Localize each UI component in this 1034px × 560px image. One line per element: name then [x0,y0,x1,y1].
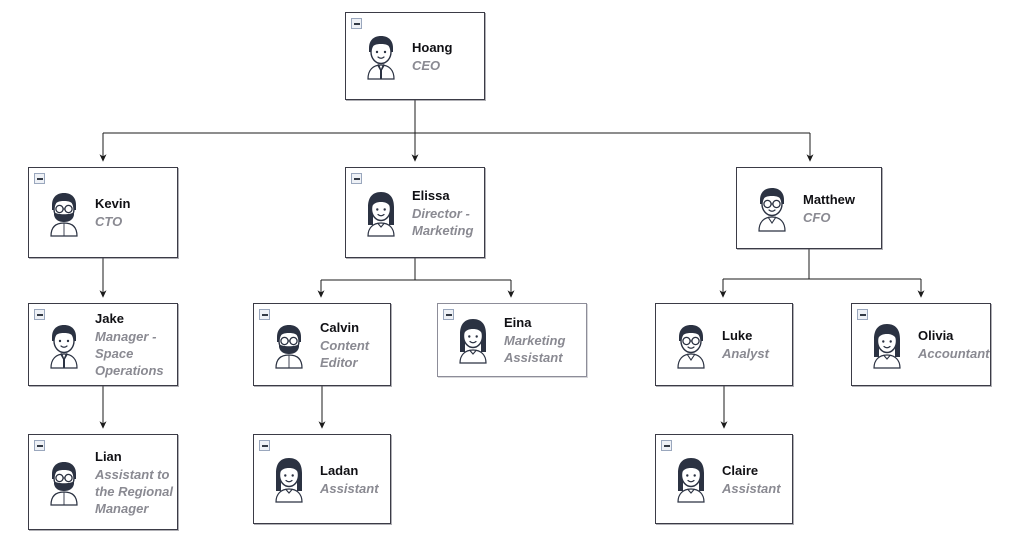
org-node-hoang[interactable]: Hoang CEO [345,12,485,100]
node-name: Ladan [320,462,359,478]
node-title: CFO [803,209,831,225]
node-text: Hoang CEO [412,39,484,74]
node-title: CEO [412,57,441,73]
avatar-male-glasses-beard [41,456,87,508]
org-node-olivia[interactable]: Olivia Accountant [851,303,991,386]
collapse-icon[interactable] [259,440,270,451]
avatar-male-glasses-beard [41,187,87,239]
node-name: Calvin [320,319,360,335]
node-name: Olivia [918,328,954,343]
org-node-calvin[interactable]: Calvin Content Editor [253,303,391,386]
node-text: Matthew CFO [803,191,881,226]
node-title: CTO [95,214,123,229]
node-text: Claire Assistant [722,462,792,497]
node-name: Matthew [803,191,855,207]
node-title: Assistant [722,480,781,496]
node-text: Eina Marketing Assistant [504,314,586,366]
node-title: Marketing Assistant [504,333,566,365]
node-title: Director - Marketing [412,205,474,238]
avatar-female-long-hair [358,187,404,239]
collapse-icon[interactable] [259,309,270,320]
node-text: Lian Assistant to the Regional Manager [95,448,177,517]
org-node-lian[interactable]: Lian Assistant to the Regional Manager [28,434,178,530]
node-name: Claire [722,462,759,478]
org-node-jake[interactable]: Jake Manager - Space Operations [28,303,178,386]
collapse-icon[interactable] [857,309,868,320]
node-name: Jake [95,311,124,326]
org-node-luke[interactable]: Luke Analyst [655,303,793,386]
collapse-icon[interactable] [351,173,362,184]
collapse-icon[interactable] [34,440,45,451]
collapse-icon[interactable] [443,309,454,320]
node-text: Jake Manager - Space Operations [95,310,177,379]
avatar-female-long-hair [864,319,910,371]
node-name: Hoang [412,39,453,55]
node-text: Elissa Director - Marketing [412,187,484,239]
node-name: Kevin [95,196,131,211]
org-node-kevin[interactable]: Kevin CTO [28,167,178,258]
avatar-male-glasses [749,182,795,234]
org-node-claire[interactable]: Claire Assistant [655,434,793,524]
avatar-male-glasses [668,319,714,371]
node-title: Analyst [722,346,769,361]
org-node-matthew[interactable]: Matthew CFO [736,167,882,249]
node-text: Ladan Assistant [320,462,390,497]
node-name: Lian [95,448,122,464]
node-text: Calvin Content Editor [320,319,390,371]
org-node-elissa[interactable]: Elissa Director - Marketing [345,167,485,258]
node-name: Eina [504,315,532,330]
node-text: Luke Analyst [722,327,792,362]
node-title: Assistant [320,480,379,496]
collapse-icon[interactable] [351,18,362,29]
avatar-male-short-hair [41,319,87,371]
collapse-icon[interactable] [34,309,45,320]
node-title: Content Editor [320,337,370,370]
node-name: Luke [722,328,753,343]
node-text: Kevin CTO [95,195,177,230]
org-node-eina[interactable]: Eina Marketing Assistant [437,303,587,377]
avatar-female-long-hair [266,453,312,505]
avatar-male-short-hair [358,30,404,82]
org-node-ladan[interactable]: Ladan Assistant [253,434,391,524]
collapse-icon[interactable] [661,440,672,451]
collapse-icon[interactable] [34,173,45,184]
avatar-female-long-hair [668,453,714,505]
node-text: Olivia Accountant [918,327,990,362]
node-title: Accountant [918,346,990,361]
avatar-female-long-hair [450,314,496,366]
node-title: Manager - Space Operations [95,329,164,378]
node-name: Elissa [412,187,450,203]
avatar-male-glasses-beard [266,319,312,371]
node-title: Assistant to the Regional Manager [95,466,174,516]
